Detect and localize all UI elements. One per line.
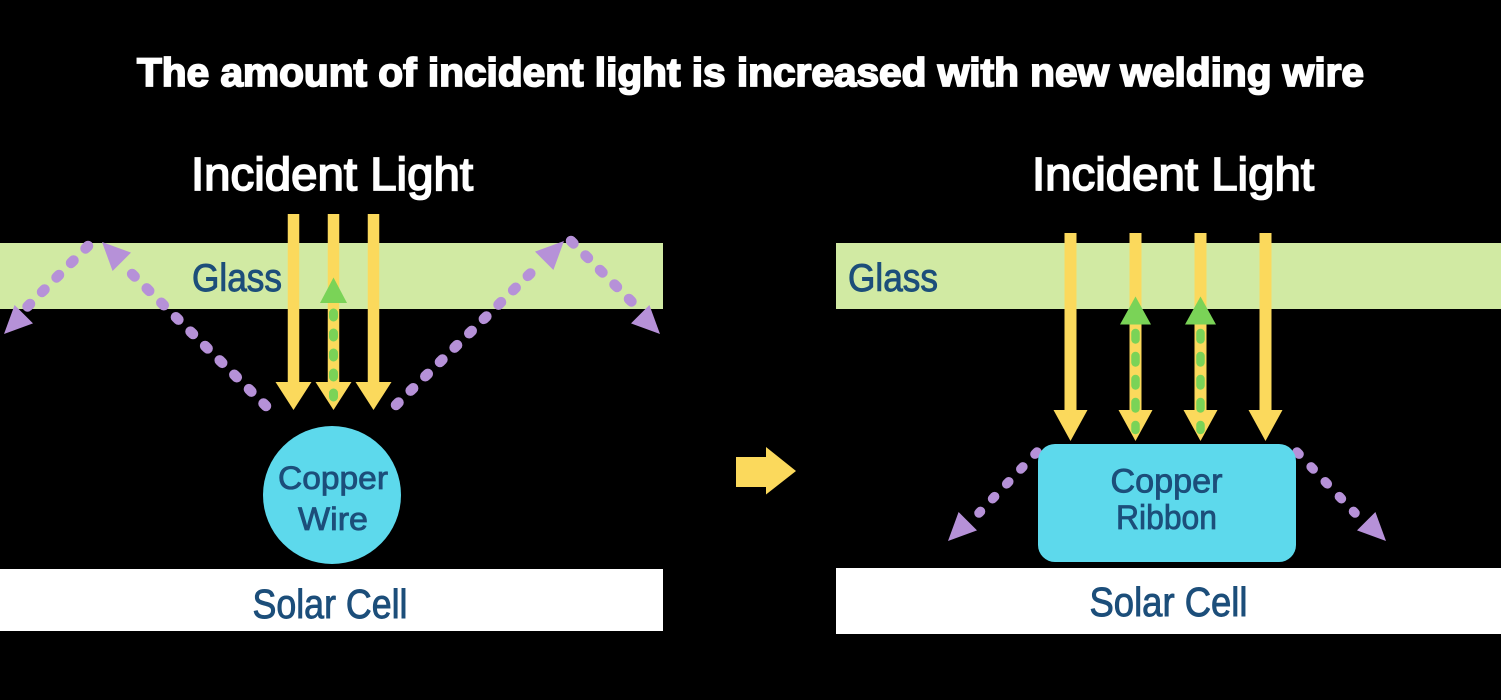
svg-text:Incident Light: Incident Light — [191, 148, 473, 200]
svg-text:Incident Light: Incident Light — [1032, 148, 1314, 200]
svg-text:Solar Cell: Solar Cell — [253, 581, 408, 627]
svg-text:Wire: Wire — [298, 501, 368, 537]
svg-text:Copper: Copper — [278, 460, 388, 496]
svg-text:Ribbon: Ribbon — [1116, 499, 1217, 537]
svg-text:Glass: Glass — [192, 257, 282, 300]
svg-text:Glass: Glass — [848, 257, 938, 300]
svg-text:Solar Cell: Solar Cell — [1090, 579, 1248, 625]
svg-text:Copper: Copper — [1111, 463, 1223, 501]
svg-text:The amount of incident light i: The amount of incident light is increase… — [137, 51, 1364, 95]
